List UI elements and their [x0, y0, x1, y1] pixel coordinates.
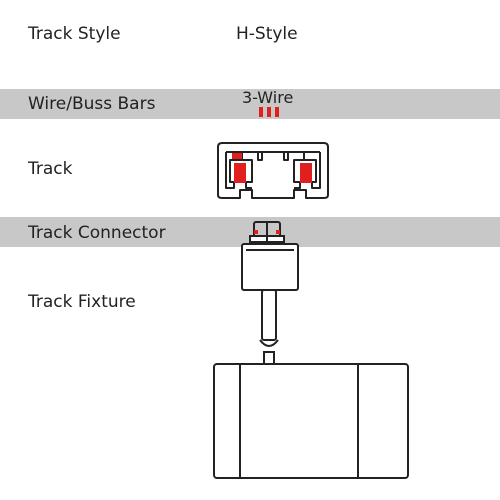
track-profile-icon: [217, 142, 329, 199]
track-connector-label: Track Connector: [28, 223, 166, 243]
fixture-stem-icon: [259, 289, 279, 365]
wire-buss-bars-label: Wire/Buss Bars: [28, 94, 156, 114]
track-connector-icon: [241, 221, 299, 291]
wire-count-value: 3-Wire: [242, 88, 294, 107]
connector-contact-icon: [254, 230, 280, 234]
track-style-value: H-Style: [236, 24, 298, 44]
fixture-head-icon: [213, 363, 409, 479]
wire-band: [0, 89, 500, 119]
track-fixture-label: Track Fixture: [28, 292, 136, 312]
track-style-label: Track Style: [28, 24, 121, 44]
wire-bars-icon: [259, 107, 279, 117]
track-label: Track: [28, 159, 73, 179]
track-conductors-icon: [232, 153, 312, 183]
